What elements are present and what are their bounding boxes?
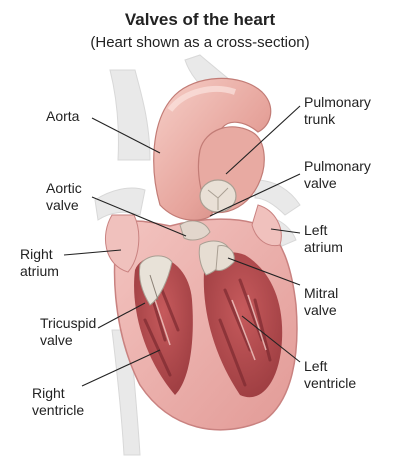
label-pulmonary-trunk: Pulmonary trunk [304,94,371,127]
diagram-subtitle: (Heart shown as a cross-section) [90,34,310,51]
muscle-trabeculae [143,278,272,387]
leader-tricuspid-valve [97,302,146,329]
label-pulmonary-valve: Pulmonary valve [304,158,371,191]
label-aorta: Aorta [46,108,80,124]
leader-right-atrium [63,249,122,256]
leader-pulmonary-trunk [225,105,301,175]
label-right-ventricle: Right ventricle [32,385,85,418]
aortic-valve-shape [179,220,211,241]
leader-lines [63,105,301,387]
label-left-ventricle: Left ventricle [304,358,357,391]
left-atrium-shape [251,204,282,247]
label-aortic-valve: Aortic valve [46,180,82,213]
label-left-atrium: Left atrium [304,222,343,255]
leader-aortic-valve [91,196,187,237]
label-mitral-valve: Mitral valve [304,285,339,318]
label-right-atrium: Right atrium [20,246,59,279]
leader-right-ventricle [81,349,161,387]
tricuspid-valve-shape [139,255,173,306]
leader-left-ventricle [241,315,301,363]
leader-pulmonary-valve [209,173,301,217]
mitral-valve-shape [198,240,235,276]
label-tricuspid-valve: Tricuspid valve [40,315,97,348]
leader-left-atrium [270,228,301,234]
left-ventricle-cavity [203,252,283,398]
leader-mitral-valve [227,257,301,286]
diagram-title: Valves of the heart [124,10,276,29]
right-atrium-shape [104,214,140,273]
leader-aorta [91,117,161,154]
